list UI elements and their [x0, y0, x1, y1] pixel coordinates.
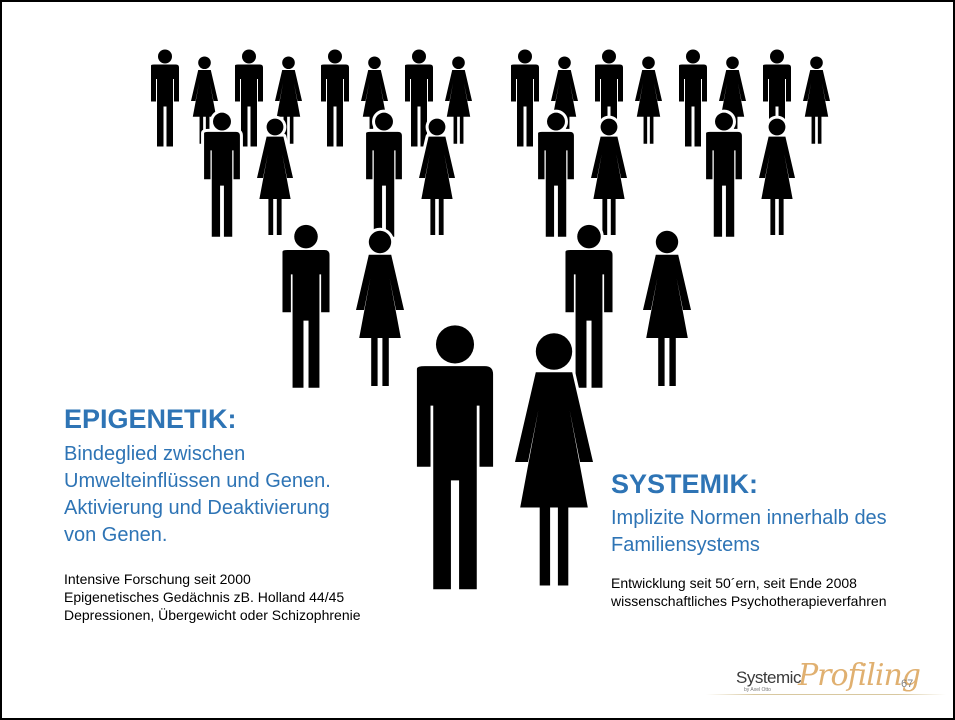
epigenetik-detail-text: Intensive Forschung seit 2000 Epigenetis… [64, 570, 361, 624]
logo-word-profiling: Profiling [798, 658, 921, 693]
epigenetik-lead-line: Umwelteinflüssen und Genen. [64, 470, 331, 492]
logo-word-systemic: Systemic [736, 668, 801, 687]
epigenetik-detail-line: Epigenetisches Gedächnis zB. Holland 44/… [64, 589, 345, 605]
systemik-lead-line: Implizite Normen innerhalb des [611, 507, 887, 529]
systemik-detail-text: Entwicklung seit 50´ern, seit Ende 2008 … [611, 574, 886, 610]
epigenetik-detail-line: Depressionen, Übergewicht oder Schizophr… [64, 607, 361, 623]
systemic-profiling-logo: Systemic Profiling by Axel Otto 67 [706, 658, 948, 702]
systemik-lead-text: Implizite Normen innerhalb des Familiens… [611, 505, 887, 559]
epigenetik-heading: EPIGENETIK: [64, 404, 237, 435]
systemik-heading: SYSTEMIK: [611, 469, 759, 500]
epigenetik-lead-line: von Genen. [64, 524, 168, 546]
epigenetik-lead-line: Aktivierung und Deaktivierung [64, 497, 330, 519]
epigenetik-lead-line: Bindeglied zwischen [64, 443, 246, 465]
systemik-lead-line: Familiensystems [611, 534, 760, 556]
systemik-detail-line: Entwicklung seit 50´ern, seit Ende 2008 [611, 575, 857, 591]
logo-underline [706, 694, 946, 695]
logo-subline: by Axel Otto [744, 687, 771, 693]
systemik-detail-line: wissenschaftliches Psychotherapieverfahr… [611, 593, 887, 609]
epigenetik-lead-text: Bindeglied zwischen Umwelteinflüssen und… [64, 441, 331, 549]
page-number: 67 [901, 678, 914, 690]
epigenetik-detail-line: Intensive Forschung seit 2000 [64, 571, 251, 587]
